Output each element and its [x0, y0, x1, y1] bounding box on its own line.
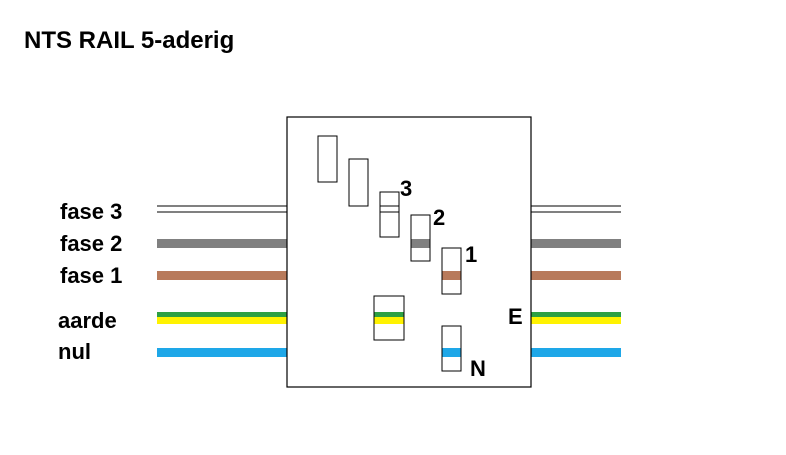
terminal-neutral [441, 325, 462, 372]
terminal-label-3: 3 [400, 176, 412, 201]
terminal-label-earth: E [508, 304, 523, 329]
wire-fase-2 [157, 239, 621, 248]
terminal-fase-1 [441, 247, 462, 295]
connector-box [286, 116, 532, 388]
diagram-title: NTS RAIL 5-aderig [24, 27, 234, 54]
terminal-fase-3 [379, 191, 400, 238]
wire-fase-1 [157, 271, 621, 280]
wire-label-fase-3: fase 3 [60, 199, 122, 224]
wire-fase-3 [157, 205, 621, 213]
terminal-slot-1 [317, 135, 338, 183]
terminal-label-2: 2 [433, 205, 445, 230]
terminal-earth [373, 295, 405, 341]
terminal-slot-2 [348, 158, 369, 207]
wire-label-nul: nul [58, 339, 91, 364]
wire-aarde [157, 312, 621, 324]
terminal-label-neutral: N [470, 356, 486, 381]
wire-label-fase-1: fase 1 [60, 263, 122, 288]
terminal-label-1: 1 [465, 242, 477, 267]
wire-nul [157, 348, 621, 357]
wire-label-aarde: aarde [58, 308, 117, 333]
wire-label-fase-2: fase 2 [60, 231, 122, 256]
terminal-fase-2 [410, 214, 431, 262]
